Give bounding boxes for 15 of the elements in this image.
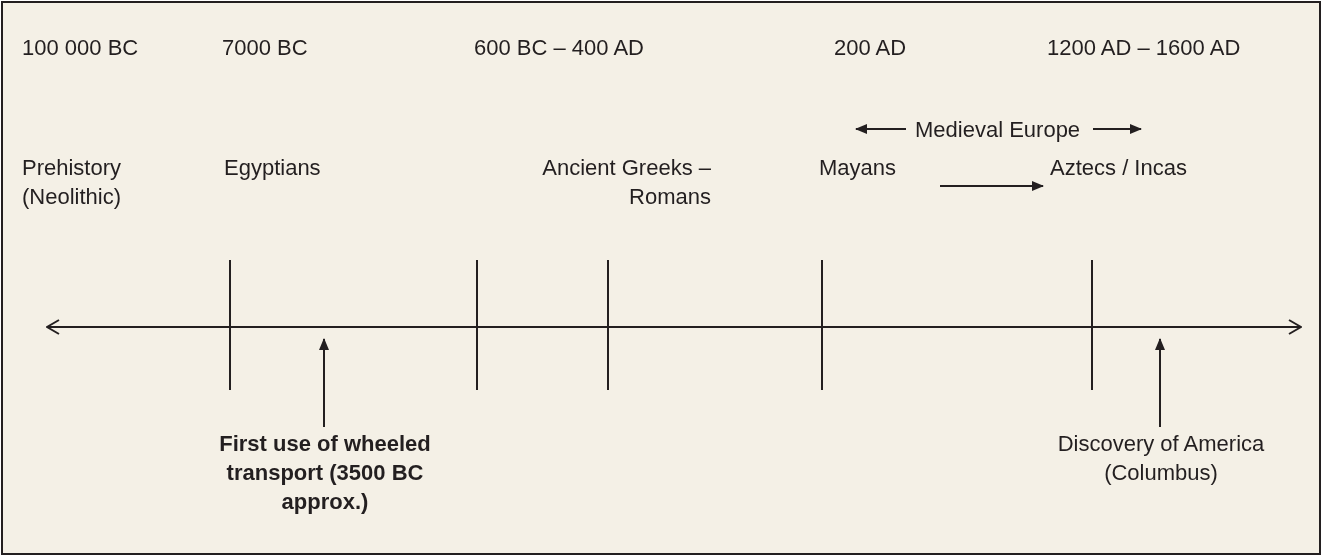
event-annotation: First use of wheeled transport (3500 BC approx.) — [215, 429, 435, 516]
event-annotation: Discovery of America (Columbus) — [1035, 429, 1287, 487]
era-label: Aztecs / Incas — [1050, 154, 1187, 182]
date-label: 600 BC – 400 AD — [474, 34, 644, 62]
date-label: 7000 BC — [222, 34, 308, 62]
date-label: 200 AD — [834, 34, 907, 62]
period-label: Medieval Europe — [915, 116, 1081, 144]
era-label: Ancient Greeks – Romans — [541, 154, 711, 211]
pointer-arrow — [319, 338, 329, 428]
era-label: Egyptians — [224, 154, 321, 182]
date-label: 100 000 BC — [22, 34, 139, 62]
date-label: 1200 AD – 1600 AD — [1047, 34, 1241, 62]
era-label: Mayans — [819, 154, 897, 182]
era-label: Prehistory (Neolithic) — [22, 154, 123, 211]
pointer-arrow — [1155, 338, 1165, 428]
